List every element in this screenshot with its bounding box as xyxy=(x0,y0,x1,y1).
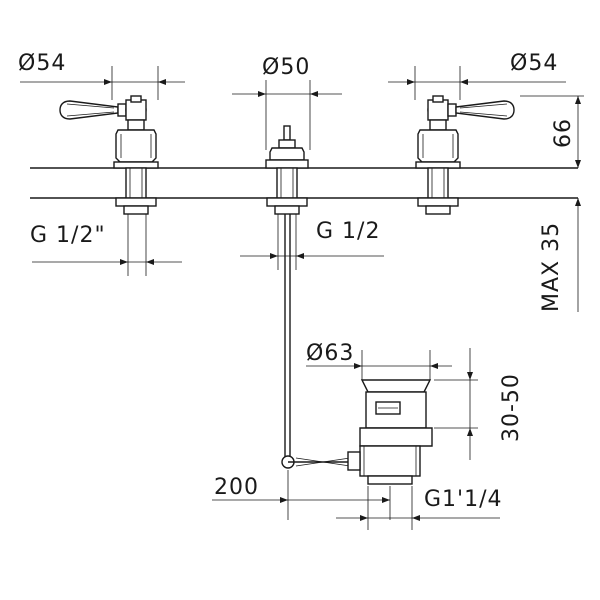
dim-left-diameter: Ø54 xyxy=(18,51,185,100)
dim-left-thread: G 1/2" xyxy=(30,214,182,276)
label-len-200: 200 xyxy=(214,475,259,500)
dim-length-200: 200 xyxy=(212,470,391,520)
label-h-max35: MAX 35 xyxy=(539,222,564,312)
label-thread-drain: G1'1/4 xyxy=(424,487,503,512)
label-d-center: Ø50 xyxy=(262,55,310,80)
label-h-30-50: 30-50 xyxy=(499,373,524,442)
dim-center-thread: G 1/2 xyxy=(240,214,384,270)
left-valve xyxy=(59,95,159,215)
label-d-left: Ø54 xyxy=(18,51,66,76)
label-thread-left: G 1/2" xyxy=(30,223,106,248)
dim-max-35: MAX 35 xyxy=(539,198,581,312)
popup-rod xyxy=(281,214,352,469)
dim-height-66: 66 xyxy=(520,95,584,168)
right-lever-handle xyxy=(447,100,515,120)
center-spout xyxy=(265,125,309,215)
dim-right-diameter: Ø54 xyxy=(388,51,566,100)
dim-30-50: 30-50 xyxy=(434,348,524,460)
label-d-right: Ø54 xyxy=(510,51,558,76)
left-lever-handle xyxy=(59,100,127,120)
right-valve xyxy=(415,95,515,215)
dim-center-diameter: Ø50 xyxy=(232,55,342,150)
label-thread-center: G 1/2 xyxy=(316,219,380,244)
label-d-drain: Ø63 xyxy=(306,341,354,366)
dim-drain-thread: G1'1/4 xyxy=(336,486,503,530)
dim-drain-diameter: Ø63 xyxy=(306,341,452,380)
drain-assembly xyxy=(347,379,433,485)
deck-surface xyxy=(30,167,578,199)
label-h-66: 66 xyxy=(551,118,576,148)
